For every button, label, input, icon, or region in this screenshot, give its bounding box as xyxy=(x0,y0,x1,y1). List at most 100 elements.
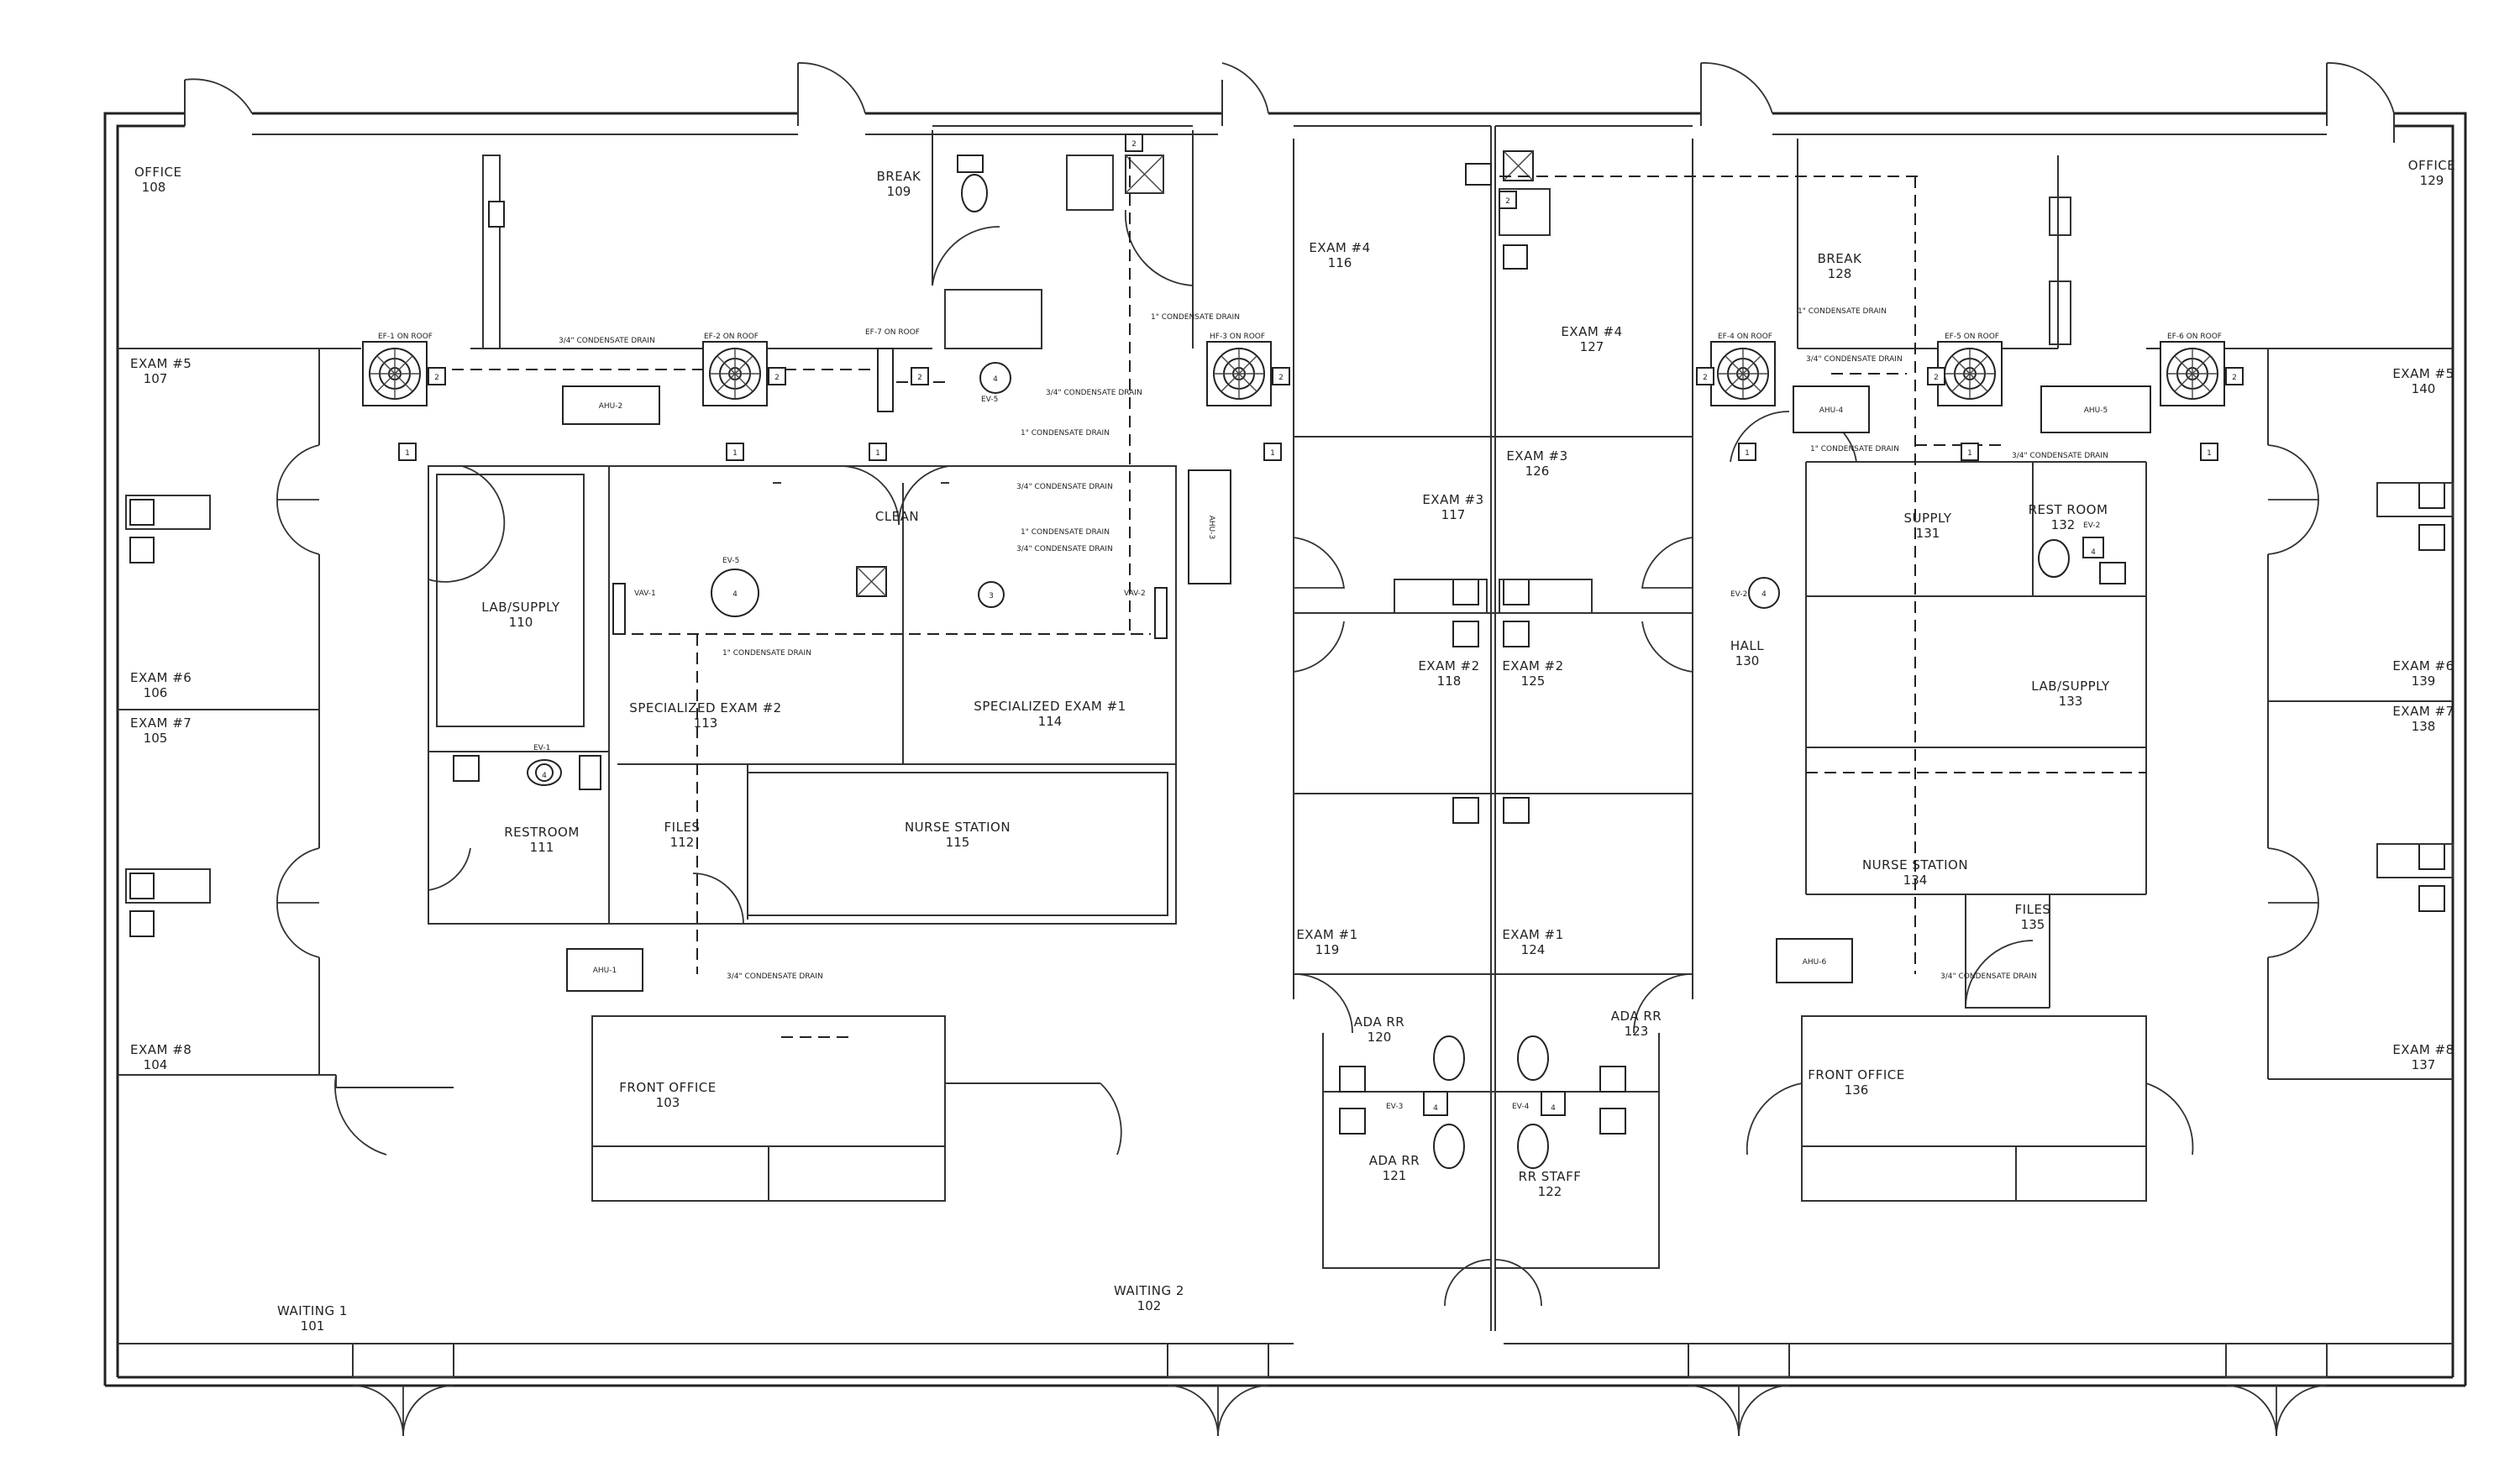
vav-2-label: VAV-2 xyxy=(1124,590,1146,598)
svg-text:140: 140 xyxy=(2412,381,2436,396)
svg-text:109: 109 xyxy=(887,184,911,199)
svg-text:2: 2 xyxy=(1131,140,1137,149)
ahu-3-unit xyxy=(1188,469,1231,584)
exhaust-fan-icon xyxy=(2160,341,2225,406)
vav-2-box xyxy=(1154,587,1168,639)
ev-1-label: EV-1 xyxy=(533,744,550,752)
svg-text:3: 3 xyxy=(989,592,994,600)
svg-text:OFFICE: OFFICE xyxy=(134,165,181,180)
ahu-2-unit xyxy=(562,385,660,425)
svg-text:126: 126 xyxy=(1525,464,1550,479)
svg-text:EXAM #6: EXAM #6 xyxy=(2392,658,2454,673)
ahu-5-label: AHU-5 xyxy=(2084,406,2108,415)
svg-text:3/4" CONDENSATE DRAIN: 3/4" CONDENSATE DRAIN xyxy=(727,972,823,981)
svg-text:139: 139 xyxy=(2412,673,2436,689)
svg-text:1" CONDENSATE DRAIN: 1" CONDENSATE DRAIN xyxy=(722,649,811,658)
svg-text:136: 136 xyxy=(1845,1082,1869,1098)
svg-text:3/4" CONDENSATE DRAIN: 3/4" CONDENSATE DRAIN xyxy=(1940,972,2037,981)
door-swings xyxy=(184,62,2395,1437)
svg-text:110: 110 xyxy=(509,615,533,630)
svg-text:RR STAFF: RR STAFF xyxy=(1519,1169,1582,1184)
svg-text:114: 114 xyxy=(1038,714,1063,729)
svg-text:LAB/SUPPLY: LAB/SUPPLY xyxy=(2031,679,2110,694)
svg-text:106: 106 xyxy=(144,685,168,700)
svg-text:FILES: FILES xyxy=(664,820,701,835)
ahu-3-label: AHU-3 xyxy=(1207,516,1215,540)
svg-text:CLEAN: CLEAN xyxy=(875,509,919,524)
svg-text:116: 116 xyxy=(1328,255,1352,270)
svg-text:BREAK: BREAK xyxy=(1818,251,1862,266)
ef-3-label: HF-3 ON ROOF xyxy=(1210,333,1265,341)
svg-text:120: 120 xyxy=(1368,1030,1392,1045)
svg-text:1" CONDENSATE DRAIN: 1" CONDENSATE DRAIN xyxy=(1021,429,1110,438)
svg-text:105: 105 xyxy=(144,731,168,746)
svg-text:OFFICE: OFFICE xyxy=(2408,158,2455,173)
ef-1-label: EF-1 ON ROOF xyxy=(378,333,433,341)
ev-4-label: EV-4 xyxy=(1512,1103,1530,1111)
exhaust-fan-icon xyxy=(702,341,768,406)
ev-2-label: EV-2 xyxy=(1730,590,1747,599)
ef-4-label: EF-4 ON ROOF xyxy=(1718,333,1772,341)
svg-text:EXAM #1: EXAM #1 xyxy=(1502,927,1563,942)
svg-text:1" CONDENSATE DRAIN: 1" CONDENSATE DRAIN xyxy=(1021,528,1110,537)
svg-text:119: 119 xyxy=(1315,942,1340,957)
exhaust-fan-icon xyxy=(362,341,428,406)
svg-text:EXAM #4: EXAM #4 xyxy=(1309,240,1370,255)
svg-text:3/4" CONDENSATE DRAIN: 3/4" CONDENSATE DRAIN xyxy=(1046,389,1142,397)
svg-text:1: 1 xyxy=(1745,449,1750,458)
exterior-walls xyxy=(103,63,2467,1387)
svg-text:1" CONDENSATE DRAIN: 1" CONDENSATE DRAIN xyxy=(1798,307,1887,316)
svg-text:123: 123 xyxy=(1625,1024,1649,1039)
ev-3-label: EV-3 xyxy=(1386,1103,1403,1111)
svg-text:4: 4 xyxy=(2091,548,2096,557)
svg-text:1: 1 xyxy=(732,449,738,458)
svg-text:104: 104 xyxy=(144,1057,168,1072)
svg-text:EXAM #3: EXAM #3 xyxy=(1506,448,1567,464)
svg-text:EXAM #5: EXAM #5 xyxy=(2392,366,2454,381)
svg-text:LAB/SUPPLY: LAB/SUPPLY xyxy=(481,600,560,615)
svg-text:1: 1 xyxy=(1967,449,1972,458)
ev-5-top-label: EV-5 xyxy=(981,396,998,404)
interior-walls xyxy=(118,125,2453,1331)
svg-text:134: 134 xyxy=(1903,873,1928,888)
svg-text:118: 118 xyxy=(1437,673,1462,689)
svg-text:SPECIALIZED EXAM #2: SPECIALIZED EXAM #2 xyxy=(629,700,781,715)
svg-text:3/4" CONDENSATE DRAIN: 3/4" CONDENSATE DRAIN xyxy=(1806,355,1903,364)
svg-text:FRONT OFFICE: FRONT OFFICE xyxy=(1808,1067,1904,1082)
svg-text:BREAK: BREAK xyxy=(877,169,921,184)
svg-text:128: 128 xyxy=(1828,266,1852,281)
svg-text:121: 121 xyxy=(1383,1168,1407,1183)
svg-text:2: 2 xyxy=(434,374,439,382)
exhaust-fans xyxy=(362,341,2225,412)
equipment-tags: 2 2 2 2 2 2 2 2 2 1 1 1 1 1 1 1 4 4 3 4 … xyxy=(398,134,2244,1113)
svg-text:108: 108 xyxy=(142,180,166,195)
svg-text:WAITING 1: WAITING 1 xyxy=(277,1303,348,1318)
svg-text:4: 4 xyxy=(1761,590,1767,599)
svg-text:SPECIALIZED EXAM #1: SPECIALIZED EXAM #1 xyxy=(974,699,1126,714)
svg-text:137: 137 xyxy=(2412,1057,2436,1072)
vav-1-label: VAV-1 xyxy=(634,590,656,598)
svg-text:1" CONDENSATE DRAIN: 1" CONDENSATE DRAIN xyxy=(1810,445,1899,453)
